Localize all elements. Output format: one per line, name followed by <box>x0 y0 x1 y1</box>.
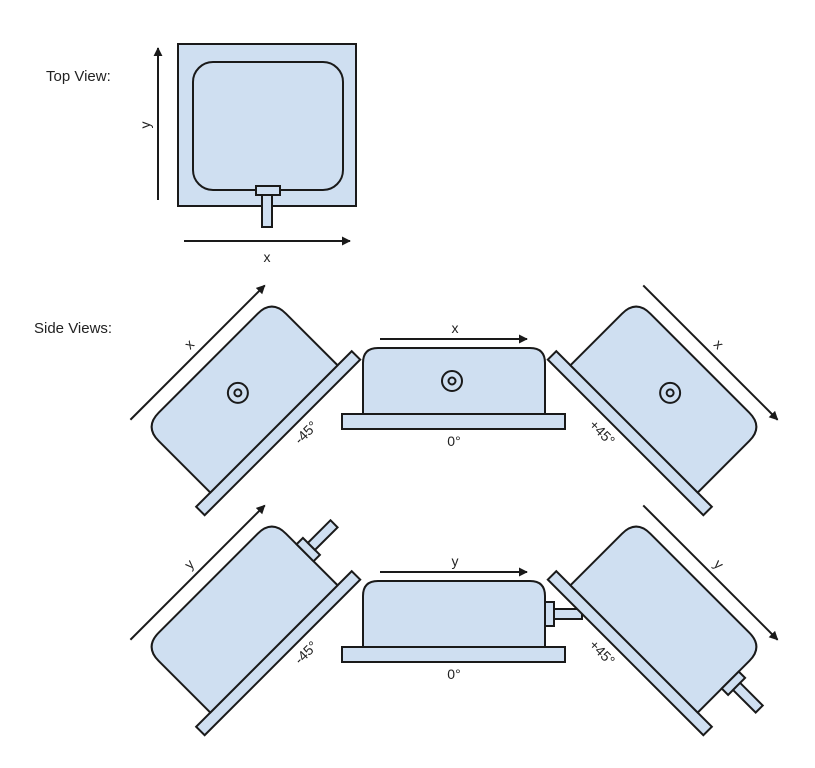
y-arrow <box>642 504 779 641</box>
y-label: y <box>181 556 197 572</box>
side-view-x-minus45: x -45° <box>129 284 362 517</box>
rotation-marker-center <box>447 376 457 386</box>
housing <box>362 580 546 648</box>
x-arrow <box>642 284 779 421</box>
top-view-connector-pin <box>261 194 273 228</box>
side-views-label: Side Views: <box>34 320 112 337</box>
housing <box>569 525 758 714</box>
angle-label: 0° <box>447 433 460 449</box>
connector-base <box>544 601 555 627</box>
y-arrow <box>129 504 266 641</box>
rotation-marker-icon <box>659 381 682 404</box>
top-view-label: Top View: <box>46 68 111 85</box>
housing <box>362 347 546 415</box>
y-label: y <box>711 556 727 572</box>
side-view-y-minus45: y -45° <box>129 504 362 737</box>
angle-label: 0° <box>447 666 460 682</box>
rotation-marker-icon <box>441 370 463 392</box>
top-view: y x <box>137 43 357 265</box>
base-plate <box>341 413 566 430</box>
y-label: y <box>452 553 459 569</box>
top-view-y-label: y <box>137 122 153 129</box>
rotation-marker-center <box>665 388 675 398</box>
connector-pin <box>731 681 765 714</box>
x-label: x <box>711 336 727 352</box>
x-arrow <box>129 284 266 421</box>
rotation-marker-icon <box>226 381 249 404</box>
top-view-housing <box>192 61 344 191</box>
x-label: x <box>452 320 459 336</box>
side-view-y-plus45: y +45° <box>546 504 779 737</box>
connector-pin <box>306 518 339 552</box>
x-label: x <box>181 336 197 352</box>
top-view-connector-base <box>255 185 281 196</box>
side-view-x-plus45: x +45° <box>546 284 779 517</box>
side-view-y-0: y 0° <box>341 553 583 682</box>
base-plate <box>341 646 566 663</box>
housing <box>150 525 339 714</box>
side-view-x-0: x 0° <box>341 320 566 449</box>
rotation-marker-center <box>233 388 243 398</box>
top-view-x-label: x <box>264 249 271 265</box>
